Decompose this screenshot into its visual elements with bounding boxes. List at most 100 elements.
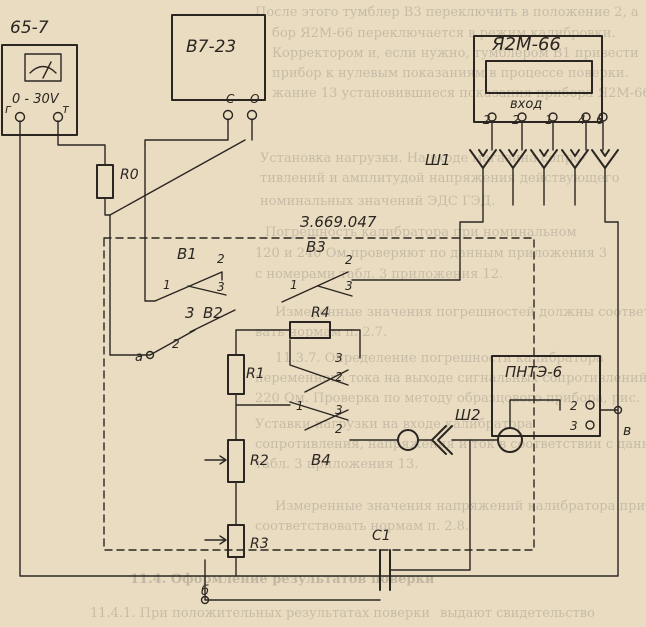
r3-wiper — [204, 535, 227, 545]
r2-body — [227, 439, 245, 483]
voltmeter-65-7: 65-7 0 - 30V г т — [1, 18, 78, 136]
b3-blades — [281, 229, 461, 303]
c1-wire — [389, 439, 471, 571]
b4-label: В4 — [311, 451, 331, 469]
bg-line: 120 и 240 Ом проверяют по данным приложе… — [255, 246, 607, 261]
term-label-g: г — [5, 102, 12, 116]
ya2m-display — [485, 60, 593, 94]
node-v: в — [613, 405, 631, 439]
bg-line: соответствовать нормам п. 2.8. — [255, 519, 469, 534]
r3-body — [227, 524, 245, 558]
pnte-term-label: 3 — [570, 419, 578, 433]
v7-23-terminal — [222, 109, 234, 121]
b4-contact: 3 — [335, 351, 343, 365]
resistor-r1: R1 — [227, 354, 265, 395]
b4-contact: 2 — [335, 370, 343, 384]
b1-label: В1 — [177, 245, 197, 263]
bg-line: бор Я2М-66 переключается в режим калибро… — [272, 26, 616, 41]
r2-wiper — [204, 455, 227, 465]
wire-c1 — [204, 559, 381, 601]
device-ya2m-66: Я2М-66 вход 2 2 1 4 6 — [473, 34, 608, 127]
resistor-r4: R4 — [289, 305, 361, 359]
v7-23-term-o: О — [250, 92, 259, 106]
b4-contact: 2 — [335, 422, 343, 436]
bg-line: жание 13 установившиеся показания прибор… — [272, 86, 646, 101]
pnte-terminal — [585, 420, 595, 430]
voltmeter-title: 65-7 — [10, 18, 49, 38]
term-label-t: т — [62, 102, 70, 116]
voltmeter-scale: 0 - 30V — [12, 92, 60, 107]
switch-b1: В1 1 2 3 — [144, 144, 227, 302]
voltmeter-terminal — [14, 111, 26, 123]
voltmeter-body — [1, 44, 78, 136]
b2-blade — [149, 309, 236, 356]
node-b: б — [200, 584, 210, 605]
wire-v7-o — [109, 118, 253, 216]
bg-line: переменного тока на выходе сигнальных со… — [255, 371, 646, 386]
meter-v7-23: В7-23 С О — [171, 14, 266, 121]
b1-wire — [144, 144, 156, 302]
node-a-dot — [145, 350, 155, 360]
switch-b2: 3 В2 2 а — [135, 304, 236, 365]
bg-line: прибор к нулевым показаниям в процессе п… — [272, 66, 629, 81]
calibrator-enclosure: З.669.047 — [103, 213, 535, 551]
r1-body — [227, 354, 245, 395]
node-v-dot — [613, 405, 623, 415]
b2-name: В2 — [203, 304, 223, 322]
r1-label: R1 — [246, 366, 265, 382]
bg-line: Погрешность калибратора при номинальном — [265, 225, 577, 240]
b4-contact: 1 — [296, 399, 304, 413]
b4-contact: 3 — [335, 403, 343, 417]
dial-needle — [42, 61, 52, 79]
chevron-icon — [591, 149, 619, 169]
meter-dial-icon — [24, 53, 62, 82]
r0-label: R0 — [120, 167, 139, 183]
bg-line: с номерами табл. 3 приложения 12. — [255, 267, 503, 282]
sh1-label: Ш1 — [425, 151, 451, 169]
node-v-label: в — [623, 423, 631, 439]
v7-23-body — [171, 14, 266, 101]
sh2-label: Ш2 — [455, 406, 481, 424]
node-b-label: б — [201, 584, 209, 599]
wiring — [19, 118, 619, 601]
r3-label: R3 — [250, 536, 269, 552]
bg-line: тивлений и амплитудой напряжения действу… — [260, 171, 620, 186]
b1-contact: 1 — [163, 278, 171, 292]
resistor-r2: R2 — [204, 439, 269, 483]
device-pnte-6: ПНТЭ-6 2 3 — [491, 355, 601, 437]
switch-b4: 3 2 1 3 2 В4 — [235, 339, 349, 469]
r2-label: R2 — [250, 453, 269, 469]
ya2m-body — [473, 35, 603, 123]
ya2m-input-label: вход — [510, 97, 542, 112]
switch-b3: В3 1 2 3 — [281, 229, 461, 303]
ya2m-term-label: 4 — [578, 113, 586, 127]
sh1-pins — [491, 120, 604, 151]
wire-r1-top — [235, 329, 291, 356]
bg-line: После этого тумблер В3 переключить в пол… — [255, 5, 639, 20]
pnte-term-label: 2 — [570, 399, 578, 413]
bg-line: 11.3.7. Определение погрешности калибрат… — [275, 351, 604, 366]
bg-line: вать нормам п. 2.7. — [255, 325, 387, 340]
bg-line: сопротивления, напряжения и ток в соотве… — [255, 437, 646, 452]
pnte-title: ПНТЭ-6 — [505, 363, 562, 381]
wire-ya2m-right — [604, 204, 619, 223]
connector-sh1: Ш1 — [425, 120, 619, 206]
wire-ground-loop — [19, 120, 619, 577]
b1-blades — [154, 271, 227, 302]
node-a-label: а — [135, 350, 143, 365]
enclosure-label: З.669.047 — [300, 213, 377, 231]
bg-line: табл. 3 приложения 13. — [255, 457, 418, 472]
b3-contact: 2 — [345, 253, 353, 267]
resistor-r0: R0 — [96, 164, 139, 199]
background-text: После этого тумблер В3 переключить в пол… — [90, 5, 646, 621]
wire-ya2m-left — [459, 204, 484, 231]
capacitor-c1: С1 — [372, 439, 471, 591]
voltmeter-terminal — [52, 111, 64, 123]
r0-body — [96, 164, 114, 199]
bg-line: Измеренные значения напряжений калибрато… — [275, 499, 646, 514]
b2-label: 3 — [185, 304, 195, 322]
b3-label: В3 — [306, 238, 326, 256]
v7-23-terminal — [246, 109, 258, 121]
